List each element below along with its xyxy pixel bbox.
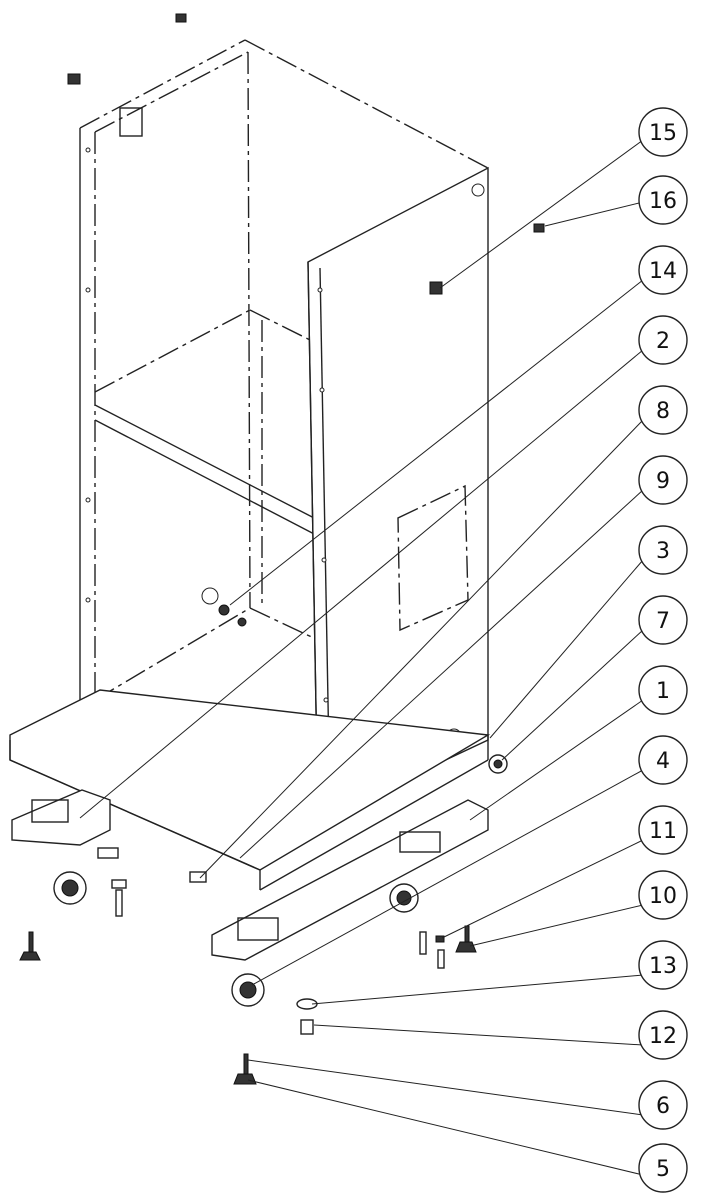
balloon-16: 16 <box>638 175 688 225</box>
balloon-circle <box>638 665 688 715</box>
balloon-5: 5 <box>638 1143 688 1193</box>
balloon-label: 5 <box>656 1157 670 1182</box>
base-platform <box>9 689 491 891</box>
balloon-14: 14 <box>638 245 688 295</box>
balloon-2: 2 <box>638 315 688 365</box>
balloon-circle <box>638 595 688 645</box>
balloon-label: 11 <box>649 819 677 844</box>
balloon-label: 12 <box>649 1024 677 1049</box>
balloon-circle <box>638 175 688 225</box>
balloon-circle <box>638 1010 688 1060</box>
balloon-1: 1 <box>638 665 688 715</box>
balloon-7: 7 <box>638 595 688 645</box>
balloon-8: 8 <box>638 385 688 435</box>
balloon-circle <box>638 525 688 575</box>
balloon-label: 10 <box>649 884 677 909</box>
balloon-circle <box>638 315 688 365</box>
caster-bracket-left <box>11 789 111 846</box>
leader-lines <box>79 139 644 1176</box>
balloon-label: 15 <box>649 121 677 146</box>
balloon-13: 13 <box>638 940 688 990</box>
balloon-label: 3 <box>656 539 670 564</box>
balloon-label: 8 <box>656 399 670 424</box>
balloon-10: 10 <box>638 870 688 920</box>
balloon-circle <box>638 245 688 295</box>
balloon-label: 6 <box>656 1094 670 1119</box>
balloon-circle <box>638 735 688 785</box>
balloon-circle <box>638 940 688 990</box>
balloon-label: 7 <box>656 609 670 634</box>
balloon-3: 3 <box>638 525 688 575</box>
balloon-4: 4 <box>638 735 688 785</box>
balloon-label: 1 <box>656 679 670 704</box>
balloon-6: 6 <box>638 1080 688 1130</box>
balloon-label: 2 <box>656 329 670 354</box>
balloon-circle <box>638 1143 688 1193</box>
balloon-9: 9 <box>638 455 688 505</box>
balloon-label: 16 <box>649 189 677 214</box>
balloon-circle <box>638 870 688 920</box>
balloon-label: 14 <box>649 259 677 284</box>
balloon-circle <box>638 385 688 435</box>
balloon-11: 11 <box>638 805 688 855</box>
balloon-label: 13 <box>649 954 677 979</box>
balloon-label: 4 <box>656 749 670 774</box>
caster-bracket-right <box>211 799 489 961</box>
balloon-circle <box>638 1080 688 1130</box>
balloon-circle <box>638 455 688 505</box>
balloon-label: 9 <box>656 469 670 494</box>
balloon-circle <box>638 805 688 855</box>
balloon-circle <box>638 107 688 157</box>
balloon-12: 12 <box>638 1010 688 1060</box>
balloon-15: 15 <box>638 107 688 157</box>
